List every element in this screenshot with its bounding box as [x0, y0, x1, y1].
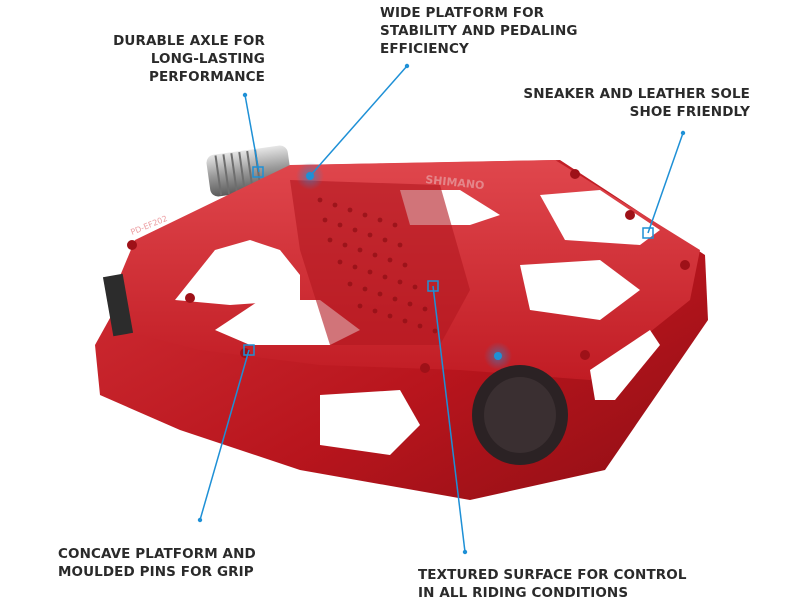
pedal-body	[95, 160, 708, 500]
callout-platform-line3: EFFICIENCY	[380, 41, 469, 57]
callout-textured-surface: TEXTURED SURFACE FOR CONTROL IN ALL RIDI…	[418, 566, 687, 602]
brand-engraving: SHIMANO	[425, 173, 485, 192]
callout-sneaker-line1: SNEAKER AND LEATHER SOLE	[523, 86, 750, 102]
callout-markers	[243, 162, 654, 370]
callout-durable-axle: DURABLE AXLE FOR LONG-LASTING PERFORMANC…	[60, 32, 265, 86]
callout-platform-line2: STABILITY AND PEDALING	[380, 23, 578, 39]
end-cap	[472, 365, 568, 465]
callout-textured-line1: TEXTURED SURFACE FOR CONTROL	[418, 567, 687, 583]
callout-concave-line2: MOULDED PINS FOR GRIP	[58, 564, 254, 580]
callout-wide-platform: WIDE PLATFORM FOR STABILITY AND PEDALING…	[380, 4, 578, 58]
callout-axle-line3: PERFORMANCE	[148, 69, 265, 85]
callout-endpoints	[197, 63, 686, 555]
callout-textured-line2: IN ALL RIDING CONDITIONS	[418, 585, 629, 601]
callout-axle-line1: DURABLE AXLE FOR	[113, 33, 265, 49]
callout-sneaker-line2: SHOE FRIENDLY	[629, 104, 750, 120]
callout-concave-platform: CONCAVE PLATFORM AND MOULDED PINS FOR GR…	[58, 545, 256, 581]
callout-sneaker-friendly: SNEAKER AND LEATHER SOLE SHOE FRIENDLY	[520, 85, 750, 121]
callout-lines	[199, 65, 684, 553]
callout-axle-line2: LONG-LASTING	[150, 51, 265, 67]
callout-concave-line1: CONCAVE PLATFORM AND	[58, 546, 256, 562]
callout-platform-line1: WIDE PLATFORM FOR	[380, 5, 545, 21]
